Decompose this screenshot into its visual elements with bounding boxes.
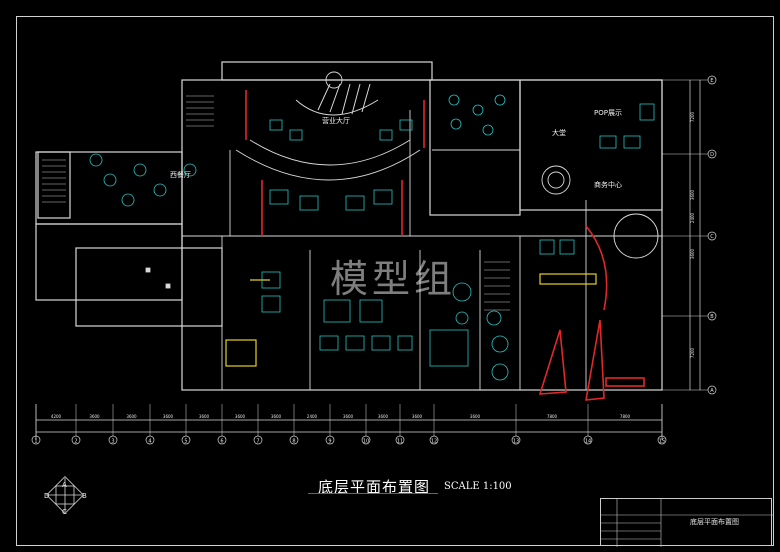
- yellow-accents: [225, 273, 597, 367]
- circular-features: [325, 71, 659, 259]
- room-label-west-restaurant: 西餐厅: [170, 171, 191, 179]
- axis-letter: E: [710, 78, 713, 84]
- axis-number: 1: [34, 439, 37, 445]
- room-label-business-center: 商务中心: [594, 181, 622, 189]
- room-label-lobby-hall: 营业大厅: [322, 117, 350, 125]
- axis-number: 14: [585, 439, 591, 445]
- drawing-title: 底层平面布置图: [318, 478, 431, 496]
- dimension-value: 3600: [412, 414, 423, 419]
- axis-number: 13: [513, 439, 519, 445]
- axis-letter: A: [710, 388, 714, 394]
- stairs: [42, 95, 510, 311]
- red-walls: [245, 90, 645, 401]
- axis-number: 4: [148, 439, 151, 445]
- dimension-value: 3600: [343, 414, 354, 419]
- dimension-value: 3600: [163, 414, 174, 419]
- right-axis-bubbles: E D C B A: [662, 75, 717, 395]
- room-label-hall: 大堂: [552, 129, 566, 137]
- right-dimension-line: [689, 80, 701, 390]
- axis-number: 2: [74, 439, 77, 445]
- reception-desk: [295, 83, 379, 116]
- dimension-value: 3600: [199, 414, 210, 419]
- room-label-pop: POP展示: [594, 109, 622, 117]
- dimension-value: 3600: [378, 414, 389, 419]
- dimension-value: 2400: [307, 414, 318, 419]
- dimension-value: 7800: [547, 414, 558, 419]
- watermark: 模型组: [330, 257, 457, 301]
- axis-number: 3: [111, 439, 114, 445]
- dimension-value: 3600: [470, 414, 481, 419]
- dimension-value-right: 3600: [690, 248, 695, 259]
- dimension-value: 4200: [51, 414, 62, 419]
- bottom-dimension-values: 4200 3600 3600 3600 3600 3600 3600 2400 3600 3600…: [51, 414, 631, 419]
- dimension-value-right: 3600: [690, 189, 695, 200]
- empty-hall: [145, 267, 171, 289]
- furniture: [89, 94, 655, 381]
- titleblock-drawing-name: 底层平面布置图: [690, 518, 739, 526]
- axis-number: 10: [363, 439, 369, 445]
- dimension-value: 3600: [126, 414, 137, 419]
- right-dimension-values: 7200 3600 2400 3600 7200: [690, 111, 695, 358]
- building-outline: [35, 61, 663, 391]
- axis-number: 15: [659, 439, 665, 445]
- dimension-value-right: 2400: [690, 212, 695, 223]
- axis-letter: C: [710, 234, 714, 240]
- axis-number: 5: [184, 439, 187, 445]
- dimension-value: 3600: [89, 414, 100, 419]
- axis-letter: D: [710, 152, 714, 158]
- title-underline: [308, 493, 438, 494]
- drawing-border: [16, 16, 774, 546]
- axis-number: 12: [431, 439, 437, 445]
- axis-number: 6: [220, 439, 223, 445]
- dimension-value: 3600: [235, 414, 246, 419]
- dimension-value-right: 7200: [690, 111, 695, 122]
- axis-number: 9: [328, 439, 331, 445]
- title-block: [600, 498, 773, 547]
- dimension-value-right: 7200: [690, 347, 695, 358]
- axis-number: 8: [292, 439, 295, 445]
- dimension-value: 3600: [271, 414, 282, 419]
- bottom-dimension-line: [35, 404, 663, 440]
- dimension-value: 7800: [620, 414, 631, 419]
- axis-number: 11: [397, 439, 403, 445]
- axis-number: 7: [256, 439, 259, 445]
- drawing-scale: SCALE 1:100: [444, 481, 512, 492]
- axis-letter: B: [710, 314, 714, 320]
